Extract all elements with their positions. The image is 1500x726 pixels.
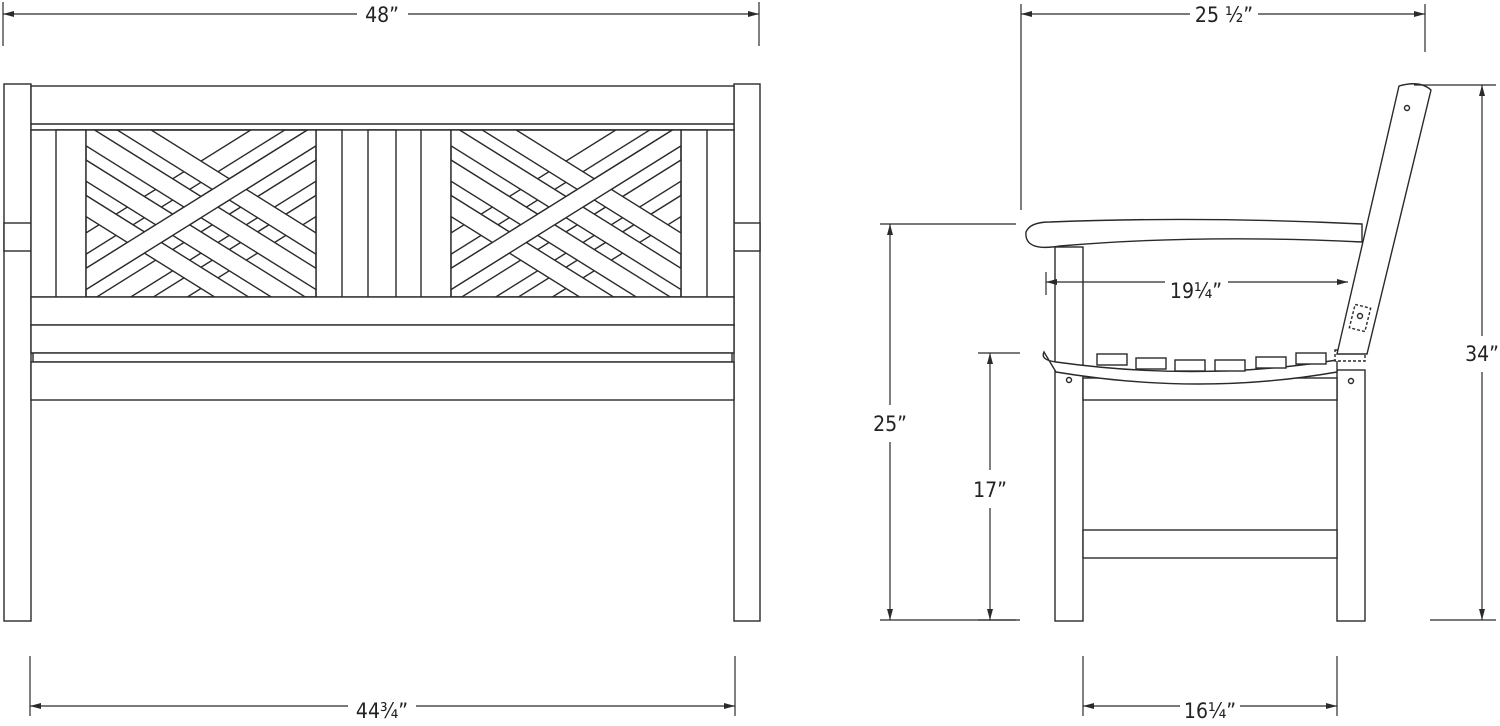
dimension-arm-inner-length: 19¼”	[1045, 272, 1348, 303]
front-right-post	[733, 83, 761, 622]
front-lattice-left	[86, 130, 316, 297]
front-back-bottom-rail	[30, 296, 735, 326]
front-seat	[30, 324, 735, 354]
front-top-rail	[30, 85, 735, 131]
front-left-post	[3, 83, 32, 622]
dimension-overall-width: 48”	[2, 2, 760, 46]
dimension-overall-height: 34”	[1414, 84, 1499, 621]
front-right-arm	[733, 222, 761, 252]
arm-height-label: 25”	[873, 412, 907, 436]
side-seat-profile	[1042, 350, 1338, 385]
side-view: 25 ½” 25” 17” 1	[873, 3, 1499, 723]
dimension-leg-depth: 16¼”	[1082, 656, 1338, 723]
front-seat-edge	[32, 352, 733, 363]
front-slat	[680, 129, 708, 298]
dimension-seat-height: 17”	[973, 352, 1020, 621]
seat-height-label: 17”	[973, 478, 1007, 502]
overall-height-label: 34”	[1465, 342, 1499, 366]
front-slat	[420, 129, 452, 298]
side-back-support	[1336, 83, 1432, 355]
front-slat	[55, 129, 87, 298]
dimension-arm-height: 25”	[873, 223, 1016, 621]
side-lower-stretcher	[1082, 529, 1338, 559]
front-left-arm	[3, 222, 32, 252]
front-slat	[367, 129, 397, 298]
leg-span-label: 44¾”	[356, 699, 408, 723]
side-armrest	[1025, 218, 1363, 249]
front-view: 48” 44¾”	[2, 2, 761, 723]
overall-width-label: 48”	[365, 3, 399, 27]
dimension-depth: 25 ½”	[1020, 3, 1426, 210]
dimension-leg-span: 44¾”	[29, 656, 736, 723]
side-seat-slats	[1096, 349, 1366, 372]
front-lattice-right	[451, 130, 681, 297]
side-front-leg	[1054, 246, 1084, 622]
depth-label: 25 ½”	[1195, 3, 1253, 27]
front-slat	[315, 129, 343, 298]
leg-depth-label: 16¼”	[1184, 699, 1236, 723]
arm-inner-length-label: 19¼”	[1170, 279, 1222, 303]
side-back-leg	[1336, 369, 1366, 622]
front-apron	[30, 361, 735, 401]
